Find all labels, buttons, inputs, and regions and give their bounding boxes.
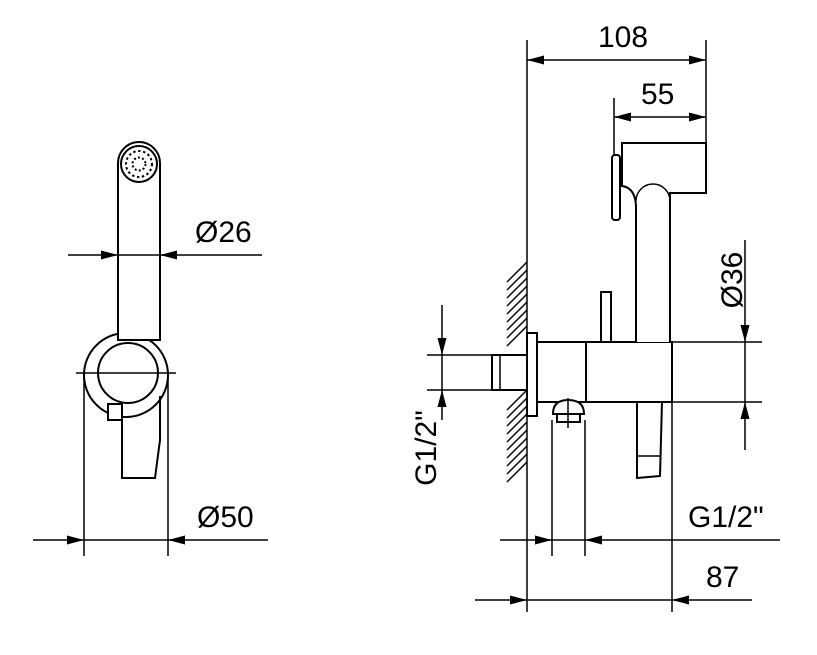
wall-rosette-outline: [83, 332, 169, 418]
dimension-overall-depth: 108: [527, 21, 707, 143]
side-view: 108 55 Ø36 G1/2": [410, 21, 780, 612]
arrowhead: [437, 338, 447, 355]
arrowhead: [689, 112, 706, 122]
spray-nozzle-inner-ring: [131, 156, 147, 172]
dimension-rosette-diameter: Ø50: [33, 378, 268, 556]
dimension-head-diameter: Ø26: [68, 216, 262, 260]
front-view: Ø26 Ø50: [33, 141, 268, 556]
arrowhead: [614, 112, 631, 122]
spray-nozzle-ring-icon: [125, 150, 153, 178]
holder-depth-label: 87: [706, 561, 739, 594]
arrowhead: [535, 535, 552, 545]
inlet-thread-label: G1/2": [410, 410, 443, 486]
shower-head-front: [117, 141, 161, 341]
overall-depth-label: 108: [598, 21, 648, 54]
hose-outlet: [636, 401, 664, 480]
arrowhead: [67, 535, 84, 545]
dimension-head-depth: 55: [613, 78, 706, 155]
dimension-inlet-thread: G1/2": [410, 305, 492, 486]
wall-hatching: [506, 261, 528, 483]
arrowhead: [740, 325, 750, 342]
holder-body: [585, 341, 673, 403]
outlet-thread-label: G1/2": [688, 501, 764, 534]
arrowhead: [437, 390, 447, 407]
holder-button: [600, 291, 612, 343]
arrowhead: [689, 55, 706, 65]
arrowhead: [160, 250, 177, 260]
holder-diameter-label: Ø36: [716, 252, 749, 309]
dimension-holder-depth: 87: [475, 402, 752, 612]
hose-holder-lever: [121, 396, 161, 479]
head-depth-label: 55: [641, 78, 674, 111]
arrowhead: [510, 595, 527, 605]
arrowhead: [168, 535, 185, 545]
hose-nut: [107, 403, 123, 421]
arrowhead: [672, 595, 689, 605]
spray-face: [120, 145, 158, 183]
arrowhead: [101, 250, 118, 260]
handle-top-arc: [635, 183, 671, 202]
dimension-holder-diameter: Ø36: [672, 240, 762, 450]
wall-rosette-side: [526, 332, 538, 417]
shower-head-side: [621, 142, 707, 342]
dimension-outlet-thread: G1/2": [500, 420, 780, 556]
arrowhead: [585, 535, 602, 545]
arrowhead: [527, 55, 544, 65]
arrowhead: [740, 402, 750, 419]
trigger-lever: [611, 154, 621, 221]
inlet-pipe: [491, 354, 528, 391]
head-diameter-label: Ø26: [195, 216, 252, 249]
rosette-diameter-label: Ø50: [197, 501, 254, 534]
